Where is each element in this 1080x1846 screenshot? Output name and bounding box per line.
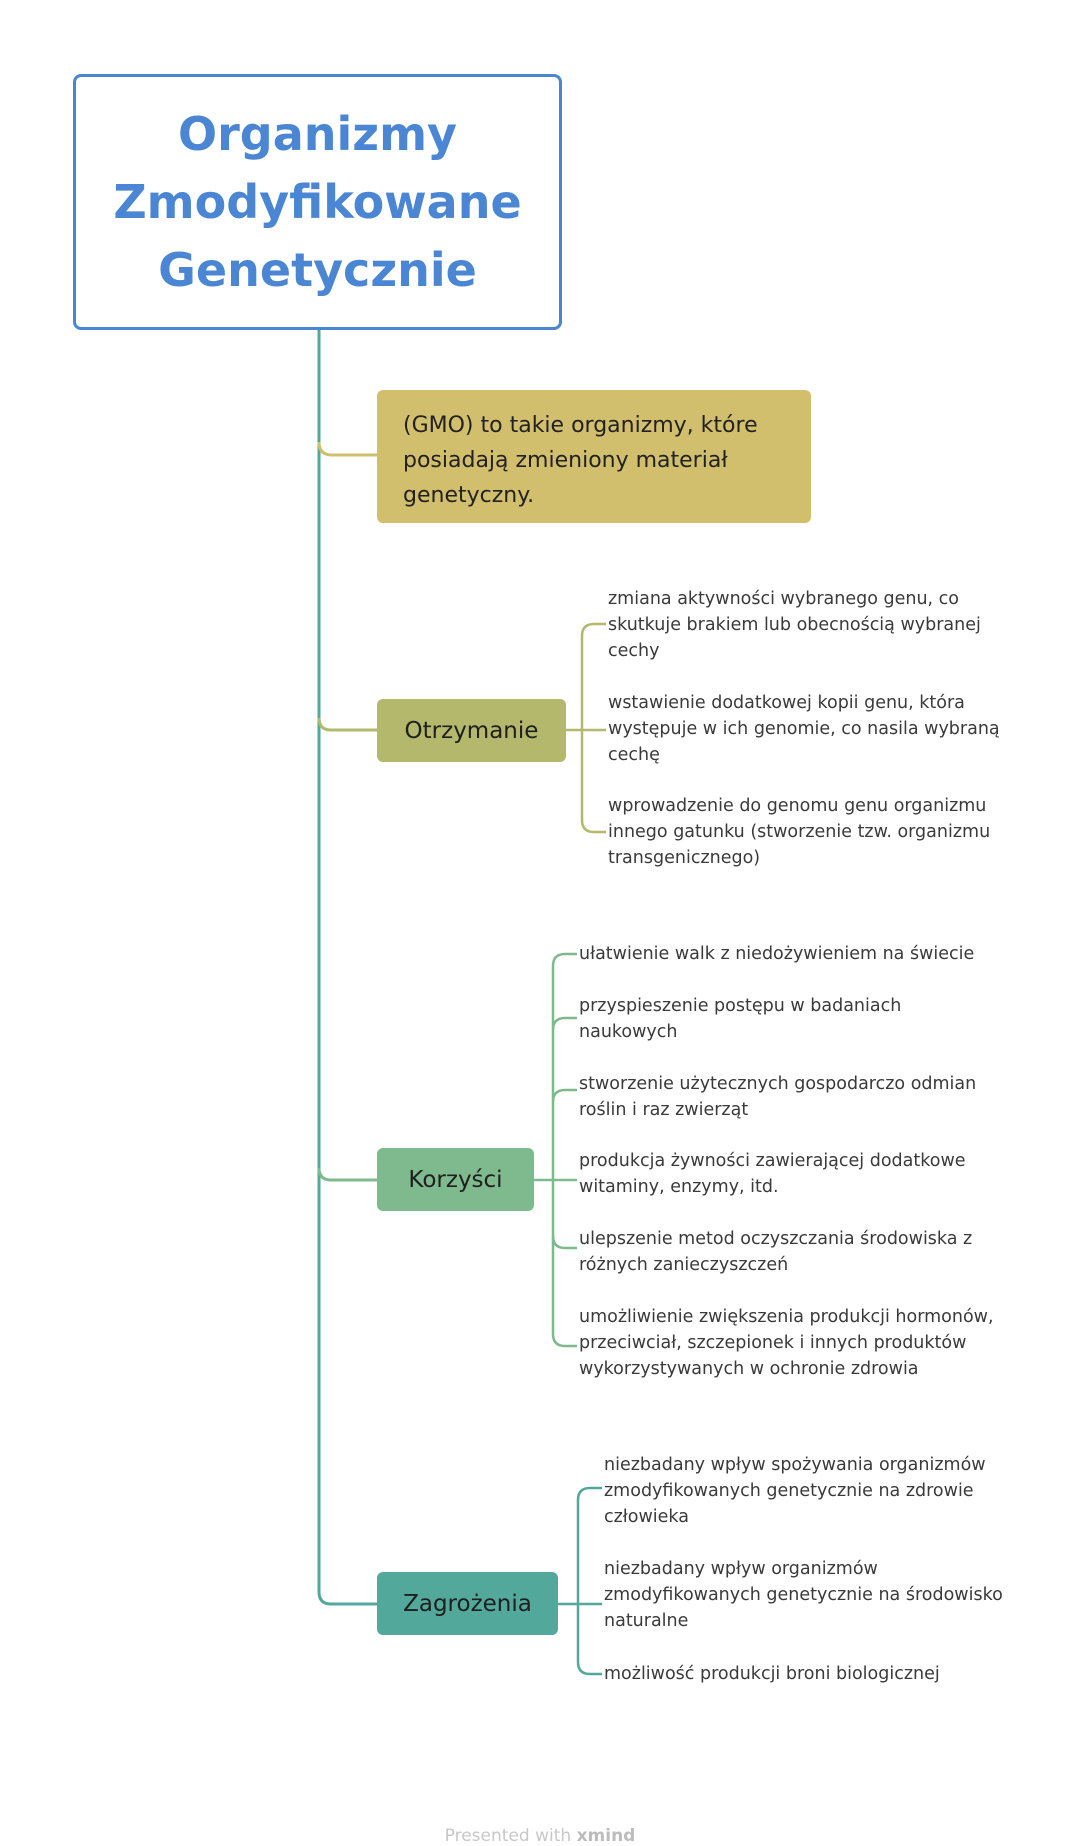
definition-line: posiadają zmieniony materiał: [403, 448, 728, 473]
leaf-line: cechę: [608, 745, 660, 765]
root-title-line: Genetycznie: [158, 243, 477, 297]
leaf-line: niezbadany wpływ organizmów: [604, 1559, 878, 1579]
korzysci-topic[interactable]: Korzyści: [377, 1148, 534, 1211]
root-title: Organizmy Zmodyfikowane Genetycznie: [113, 100, 521, 304]
zagrozenia-leaf-connectors: [558, 1486, 602, 1676]
leaf-line: możliwość produkcji broni biologicznej: [604, 1664, 940, 1684]
leaf-line: zmodyfikowanych genetycznie na środowisk…: [604, 1585, 1003, 1605]
definition-topic[interactable]: (GMO) to takie organizmy, które posiadaj…: [377, 390, 811, 523]
otrzymanie-topic[interactable]: Otrzymanie: [377, 699, 566, 762]
definition-connector: [317, 441, 377, 457]
zagrozenia-topic[interactable]: Zagrożenia: [377, 1572, 558, 1635]
leaf-line: umożliwienie zwiększenia produkcji hormo…: [579, 1307, 994, 1327]
korzysci-item-2[interactable]: przyspieszenie postępu w badaniach nauko…: [579, 993, 901, 1045]
leaf-line: występuje w ich genomie, co nasila wybra…: [608, 719, 1000, 739]
leaf-line: przeciwciał, szczepionek i innych produk…: [579, 1333, 967, 1353]
definition-line: (GMO) to takie organizmy, które: [403, 413, 758, 438]
otrzymanie-label: Otrzymanie: [404, 717, 539, 744]
footer-prefix: Presented with: [444, 1826, 572, 1846]
trunk-connector: [317, 330, 377, 1606]
leaf-line: przyspieszenie postępu w badaniach: [579, 996, 902, 1016]
leaf-line: wykorzystywanych w ochronie zdrowia: [579, 1359, 919, 1379]
leaf-line: roślin i raz zwierząt: [579, 1100, 749, 1120]
korzysci-connector: [317, 1167, 377, 1182]
leaf-line: naturalne: [604, 1611, 689, 1631]
otrzymanie-item-1[interactable]: zmiana aktywności wybranego genu, co sku…: [608, 586, 981, 664]
otrzymanie-item-3[interactable]: wprowadzenie do genomu genu organizmu in…: [608, 793, 990, 871]
leaf-line: zmodyfikowanych genetycznie na zdrowie: [604, 1481, 974, 1501]
korzysci-leaf-connectors: [534, 952, 577, 1348]
otrzymanie-leaf-connectors: [566, 622, 606, 834]
root-title-line: Zmodyfikowane: [113, 175, 522, 229]
zagrozenia-item-1[interactable]: niezbadany wpływ spożywania organizmów z…: [604, 1452, 986, 1530]
korzysci-item-1[interactable]: ułatwienie walk z niedożywieniem na świe…: [579, 941, 974, 967]
otrzymanie-item-2[interactable]: wstawienie dodatkowej kopii genu, która …: [608, 690, 1000, 768]
leaf-line: skutkuje brakiem lub obecnością wybranej: [608, 615, 981, 635]
otrzymanie-connector: [317, 717, 377, 732]
korzysci-item-6[interactable]: umożliwienie zwiększenia produkcji hormo…: [579, 1304, 994, 1382]
leaf-line: witaminy, enzymy, itd.: [579, 1177, 779, 1197]
leaf-line: stworzenie użytecznych gospodarczo odmia…: [579, 1074, 977, 1094]
leaf-line: ułatwienie walk z niedożywieniem na świe…: [579, 944, 975, 964]
leaf-line: niezbadany wpływ spożywania organizmów: [604, 1455, 986, 1475]
leaf-line: innego gatunku (stworzenie tzw. organizm…: [608, 822, 991, 842]
korzysci-label: Korzyści: [408, 1166, 503, 1193]
leaf-line: człowieka: [604, 1507, 689, 1527]
leaf-line: różnych zanieczyszczeń: [579, 1255, 789, 1275]
korzysci-item-3[interactable]: stworzenie użytecznych gospodarczo odmia…: [579, 1071, 976, 1123]
zagrozenia-item-3[interactable]: możliwość produkcji broni biologicznej: [604, 1661, 940, 1687]
definition-line: genetyczny.: [403, 483, 535, 508]
leaf-line: wprowadzenie do genomu genu organizmu: [608, 796, 987, 816]
root-topic[interactable]: Organizmy Zmodyfikowane Genetycznie: [73, 74, 562, 330]
korzysci-item-4[interactable]: produkcja żywności zawierającej dodatkow…: [579, 1148, 966, 1200]
leaf-line: ulepszenie metod oczyszczania środowiska…: [579, 1229, 973, 1249]
leaf-line: zmiana aktywności wybranego genu, co: [608, 589, 959, 609]
korzysci-item-5[interactable]: ulepszenie metod oczyszczania środowiska…: [579, 1226, 972, 1278]
xmind-brand: xmind: [576, 1826, 636, 1846]
leaf-line: produkcja żywności zawierającej dodatkow…: [579, 1151, 966, 1171]
zagrozenia-item-2[interactable]: niezbadany wpływ organizmów zmodyfikowan…: [604, 1556, 1003, 1634]
zagrozenia-label: Zagrożenia: [403, 1590, 532, 1617]
leaf-line: cechy: [608, 641, 660, 661]
presented-with-footer: Presented with xmind: [0, 1826, 1080, 1846]
leaf-line: transgenicznego): [608, 848, 761, 868]
leaf-line: naukowych: [579, 1022, 678, 1042]
leaf-line: wstawienie dodatkowej kopii genu, która: [608, 693, 965, 713]
root-title-line: Organizmy: [178, 107, 457, 161]
